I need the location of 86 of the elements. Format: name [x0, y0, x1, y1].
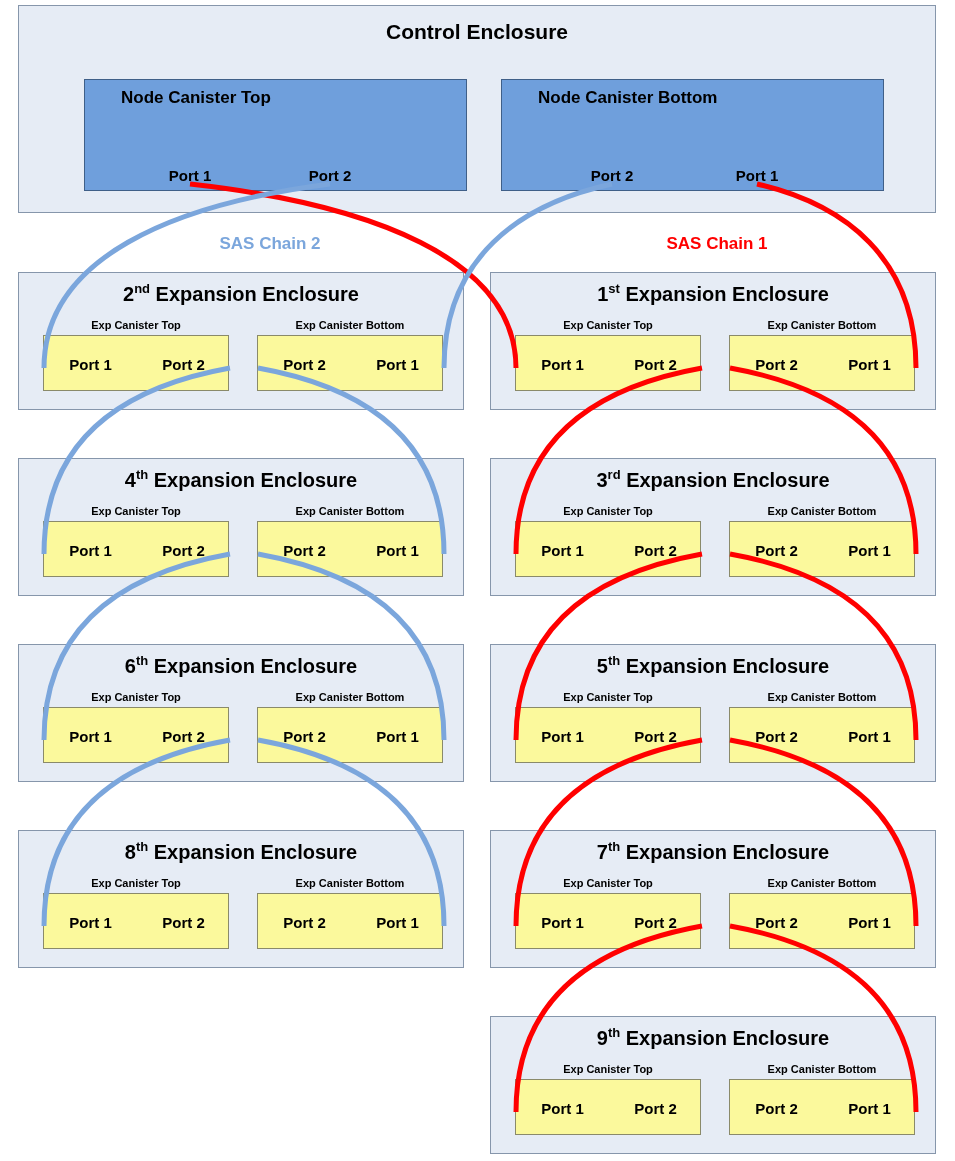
canister-box [84, 79, 467, 191]
canister-label: Node Canister Top [121, 88, 271, 108]
port-label: Port 1 [375, 727, 420, 745]
canister-label: Exp Canister Top [90, 691, 182, 703]
port-label: Port 1 [68, 913, 113, 931]
port-label: Port 1 [68, 541, 113, 559]
enclosure-box [18, 830, 464, 968]
port-label: Port 2 [307, 167, 353, 184]
chain-label: SAS Chain 1 [666, 234, 768, 254]
port-label: Port 1 [847, 541, 892, 559]
port-label: Port 1 [540, 541, 585, 559]
canister-label: Exp Canister Bottom [766, 1063, 878, 1075]
enclosure-title: 8$^{th}$ Expansion Enclosure [123, 839, 359, 864]
canister-label: Exp Canister Bottom [294, 319, 406, 331]
port-label: Port 1 [540, 913, 585, 931]
port-label: Port 2 [161, 541, 206, 559]
port-label: Port 2 [754, 727, 799, 745]
enclosure-title: 2$^{nd}$ Expansion Enclosure [122, 281, 360, 306]
port-label: Port 1 [734, 167, 780, 184]
canister-box [501, 79, 884, 191]
cable-line [441, 181, 613, 369]
enclosure-title: 1$^{st}$ Expansion Enclosure [596, 281, 830, 306]
enclosure-title: 5$^{th}$ Expansion Enclosure [595, 653, 831, 678]
port-label: Port 2 [161, 913, 206, 931]
canister-label: Exp Canister Bottom [294, 505, 406, 517]
port-label: Port 2 [282, 355, 327, 373]
port-label: Port 2 [633, 913, 678, 931]
canister-label: Exp Canister Top [562, 1063, 654, 1075]
canister-label: Exp Canister Top [562, 877, 654, 889]
port-label: Port 2 [633, 727, 678, 745]
enclosure-box [18, 272, 464, 410]
canister-label: Exp Canister Bottom [294, 877, 406, 889]
port-label: Port 2 [633, 355, 678, 373]
canister-label: Exp Canister Bottom [766, 319, 878, 331]
enclosure-box [490, 644, 936, 782]
enclosure-box [490, 272, 936, 410]
enclosure-title: 9$^{th}$ Expansion Enclosure [595, 1025, 831, 1050]
port-label: Port 1 [375, 355, 420, 373]
port-label: Port 1 [540, 1099, 585, 1117]
enclosure-title: 4$^{th}$ Expansion Enclosure [123, 467, 359, 492]
port-label: Port 2 [282, 541, 327, 559]
port-label: Port 1 [375, 541, 420, 559]
enclosure-title: 6$^{th}$ Expansion Enclosure [123, 653, 359, 678]
port-label: Port 1 [847, 913, 892, 931]
port-label: Port 1 [540, 355, 585, 373]
port-label: Port 2 [754, 913, 799, 931]
enclosure-box [18, 644, 464, 782]
canister-label: Exp Canister Top [562, 505, 654, 517]
chain-label: SAS Chain 2 [219, 234, 321, 254]
port-label: Port 2 [161, 355, 206, 373]
canister-label: Exp Canister Top [562, 691, 654, 703]
port-label: Port 2 [282, 727, 327, 745]
port-label: Port 1 [68, 727, 113, 745]
port-label: Port 2 [754, 541, 799, 559]
canister-label: Exp Canister Top [90, 877, 182, 889]
enclosure-box [490, 1016, 936, 1154]
port-label: Port 1 [167, 167, 213, 184]
canister-label: Exp Canister Bottom [766, 877, 878, 889]
canister-label: Exp Canister Top [90, 505, 182, 517]
canister-label: Exp Canister Bottom [766, 691, 878, 703]
enclosure-title: 3$^{rd}$ Expansion Enclosure [595, 467, 831, 492]
port-label: Port 2 [161, 727, 206, 745]
port-label: Port 1 [375, 913, 420, 931]
cable-line [189, 181, 519, 369]
enclosure-box [18, 458, 464, 596]
canister-label: Exp Canister Bottom [766, 505, 878, 517]
port-label: Port 1 [540, 727, 585, 745]
canister-label: Exp Canister Bottom [294, 691, 406, 703]
enclosure-box [18, 5, 936, 213]
port-label: Port 2 [589, 167, 635, 184]
port-label: Port 1 [847, 355, 892, 373]
enclosure-title: 7$^{th}$ Expansion Enclosure [595, 839, 831, 864]
port-label: Port 1 [847, 727, 892, 745]
enclosure-box [490, 458, 936, 596]
canister-label: Exp Canister Top [562, 319, 654, 331]
canister-label: Exp Canister Top [90, 319, 182, 331]
enclosure-title: Control Enclosure [385, 20, 569, 44]
port-label: Port 2 [633, 1099, 678, 1117]
enclosure-box [490, 830, 936, 968]
canister-label: Node Canister Bottom [538, 88, 718, 108]
port-label: Port 1 [847, 1099, 892, 1117]
port-label: Port 2 [282, 913, 327, 931]
port-label: Port 2 [633, 541, 678, 559]
port-label: Port 1 [68, 355, 113, 373]
port-label: Port 2 [754, 355, 799, 373]
port-label: Port 2 [754, 1099, 799, 1117]
